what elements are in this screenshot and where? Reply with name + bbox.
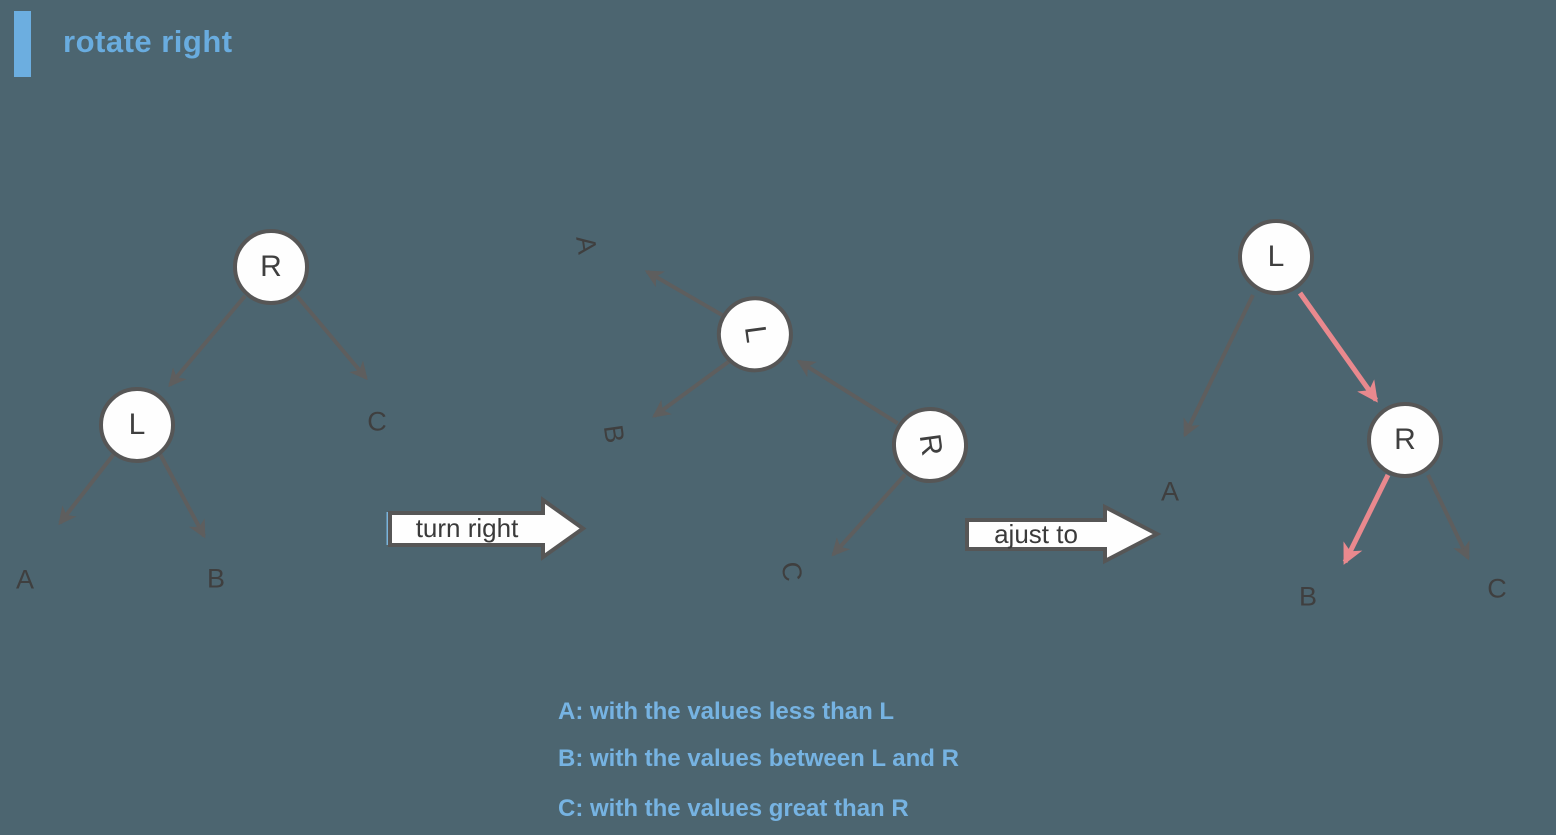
turn-right-arrow-shape bbox=[388, 496, 587, 561]
edge-L-to-A bbox=[58, 452, 116, 526]
leaf-label-a: A bbox=[15, 564, 35, 595]
edge-L-to-B bbox=[652, 359, 731, 418]
node-L-label: L bbox=[737, 323, 773, 345]
node-R-label: R bbox=[912, 431, 949, 458]
adjust-to-banner bbox=[965, 503, 1162, 565]
title-accent-bar bbox=[14, 11, 31, 77]
adjust-to-label: ajust to bbox=[994, 518, 1078, 549]
edge-L-to-R-new bbox=[1297, 291, 1379, 403]
edge-R-to-L bbox=[168, 294, 247, 388]
node-L: L bbox=[1238, 219, 1314, 295]
edge-R-to-B-new bbox=[1342, 473, 1391, 565]
node-R: R bbox=[233, 229, 309, 305]
edge-R-to-C bbox=[831, 473, 907, 557]
edge-L-to-B bbox=[158, 453, 206, 539]
leaf-label-a: A bbox=[1160, 476, 1180, 507]
node-R: R bbox=[1367, 402, 1443, 478]
node-R-label: R bbox=[1394, 423, 1416, 456]
turn-right-label: turn right bbox=[415, 512, 519, 543]
edge-R-to-C bbox=[295, 294, 368, 381]
legend-line-a: A: with the values less than L bbox=[558, 698, 895, 725]
edge-R-to-L bbox=[796, 359, 899, 425]
leaf-label-c: C bbox=[1487, 573, 1507, 604]
tree-before: R L A B C bbox=[0, 180, 420, 620]
leaf-label-b: B bbox=[206, 563, 226, 594]
node-L-label: L bbox=[128, 408, 146, 441]
node-L-label: L bbox=[1267, 240, 1285, 273]
edge-L-to-A bbox=[1183, 294, 1255, 438]
tree-after-edges bbox=[1183, 291, 1470, 565]
turn-right-banner bbox=[386, 496, 587, 561]
leaf-label-b: B bbox=[1298, 581, 1318, 612]
leaf-label-c: C bbox=[367, 406, 387, 437]
page-title: rotate right bbox=[63, 24, 233, 59]
tree-rotating: R L A B C bbox=[543, 165, 1037, 642]
adjust-to-arrow-shape bbox=[965, 503, 1162, 565]
node-L: L bbox=[99, 387, 175, 463]
edge-L-to-A bbox=[644, 269, 724, 318]
edge-R-to-C bbox=[1426, 474, 1470, 561]
tree-rotating-edges bbox=[644, 269, 907, 557]
banner-blue-tick bbox=[386, 512, 389, 545]
legend-line-c: C: with the values great than R bbox=[558, 795, 909, 822]
tree-after: L R A B C bbox=[1100, 180, 1556, 640]
legend-line-b: B: with the values between L and R bbox=[558, 745, 959, 772]
node-R-label: R bbox=[260, 250, 282, 283]
tree-before-edges bbox=[58, 294, 368, 539]
